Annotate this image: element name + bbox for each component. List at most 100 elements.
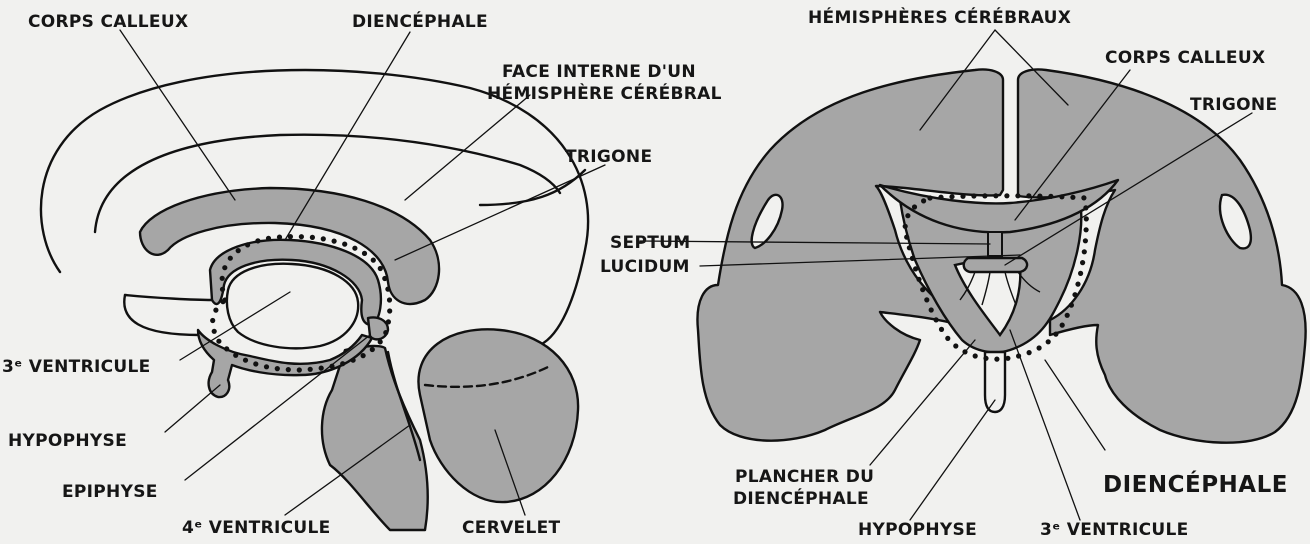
outline-dot (362, 251, 367, 256)
outline-dot (960, 194, 965, 199)
label-cervelet: CERVELET (462, 518, 560, 538)
outline-dot (222, 265, 227, 270)
label-diencephale-left: DIENCÉPHALE (352, 10, 488, 32)
label-3e-ventricule-right: 3ᵉ VENTRICULE (1040, 520, 1189, 540)
label-face-interne-2: HÉMISPHÈRE CÉRÉBRAL (487, 82, 722, 104)
outline-dot (386, 319, 391, 324)
outline-dot (332, 239, 337, 244)
outline-dot (299, 234, 304, 239)
trigone-coronal (964, 258, 1027, 272)
label-face-interne-1: FACE INTERNE D'UN (502, 62, 696, 82)
outline-dot (939, 327, 944, 332)
outline-dot (921, 198, 926, 203)
outline-dot (382, 276, 387, 281)
outline-dot (378, 266, 383, 271)
outline-dot (971, 193, 976, 198)
outline-dot (924, 297, 929, 302)
outline-dot (907, 245, 912, 250)
label-hypophyse-left: HYPOPHYSE (8, 431, 127, 451)
label-septum-2: LUCIDUM (600, 257, 690, 277)
outline-dot (383, 330, 388, 335)
outline-dot (277, 235, 282, 240)
outline-dot (973, 353, 978, 358)
label-septum-1: SEPTUM (610, 233, 690, 253)
outline-dot (1080, 260, 1085, 265)
outline-dot (385, 287, 390, 292)
outline-dot (361, 353, 366, 358)
outline-dot (1037, 194, 1042, 199)
outline-dot (220, 287, 225, 292)
label-trigone-right: TRIGONE (1190, 95, 1277, 115)
label-3e-ventricule-left: 3ᵉ VENTRICULE (2, 357, 151, 377)
outline-dot (905, 213, 910, 218)
outline-dot (1082, 249, 1087, 254)
outline-dot (1005, 356, 1010, 361)
outline-dot (387, 297, 392, 302)
outline-dot (904, 235, 909, 240)
outline-dot (1075, 282, 1080, 287)
cervelet-shape (418, 329, 578, 502)
hypophyse-coronal (985, 352, 1005, 412)
outline-dot (210, 318, 215, 323)
outline-dot (310, 235, 315, 240)
outline-dot (938, 195, 943, 200)
outline-dot (927, 195, 932, 200)
outline-dot (370, 347, 375, 352)
label-corps-calleux-right: CORPS CALLEUX (1105, 48, 1265, 68)
outline-dot (245, 242, 250, 247)
troisieme-ventricule-area (227, 264, 358, 349)
outline-dot (297, 367, 302, 372)
outline-dot (275, 366, 280, 371)
outline-dot (342, 242, 347, 247)
outline-dot (233, 353, 238, 358)
outline-dot (1070, 195, 1075, 200)
outline-dot (266, 236, 271, 241)
outline-dot (1046, 339, 1051, 344)
outline-dot (1059, 194, 1064, 199)
outline-dot (1027, 350, 1032, 355)
outline-dot (1083, 205, 1088, 210)
brainstem-shape (322, 346, 428, 530)
outline-dot (1065, 313, 1070, 318)
outline-dot (236, 248, 241, 253)
outline-dot (253, 361, 258, 366)
outline-dot (920, 287, 925, 292)
label-hemispheres: HÉMISPHÈRES CÉRÉBRAUX (808, 6, 1071, 28)
label-corps-calleux-left: CORPS CALLEUX (28, 12, 188, 32)
outline-dot (949, 194, 954, 199)
outline-dot (1053, 332, 1058, 337)
outline-dot (212, 329, 217, 334)
outline-dot (321, 236, 326, 241)
outline-dot (1069, 303, 1074, 308)
label-4e-ventricule: 4ᵉ VENTRICULE (182, 518, 331, 538)
outline-dot (351, 358, 356, 363)
outline-dot (220, 276, 225, 281)
label-hypophyse-right: HYPOPHYSE (858, 520, 977, 540)
outline-dot (1060, 323, 1065, 328)
label-plancher-1: PLANCHER DU (735, 467, 874, 487)
outline-dot (1026, 193, 1031, 198)
outline-dot (983, 356, 988, 361)
outline-dot (216, 339, 221, 344)
outline-dot (913, 266, 918, 271)
outline-dot (340, 361, 345, 366)
outline-dot (982, 193, 987, 198)
outline-dot (912, 204, 917, 209)
outline-dot (1015, 193, 1020, 198)
frontal-tongue (124, 295, 200, 335)
outline-dot (378, 339, 383, 344)
outline-dot (387, 308, 392, 313)
label-diencephale-title: DIENCÉPHALE (1103, 470, 1288, 498)
outline-dot (286, 367, 291, 372)
hemisphere-gyrus-line-2 (480, 170, 585, 205)
outline-dot (264, 364, 269, 369)
outline-dot (934, 317, 939, 322)
outline-dot (352, 246, 357, 251)
label-plancher-2: DIENCÉPHALE (733, 487, 869, 509)
label-trigone-left: TRIGONE (565, 147, 652, 167)
outline-dot (1084, 216, 1089, 221)
outline-dot (243, 358, 248, 363)
outline-dot (993, 193, 998, 198)
outline-dot (319, 366, 324, 371)
